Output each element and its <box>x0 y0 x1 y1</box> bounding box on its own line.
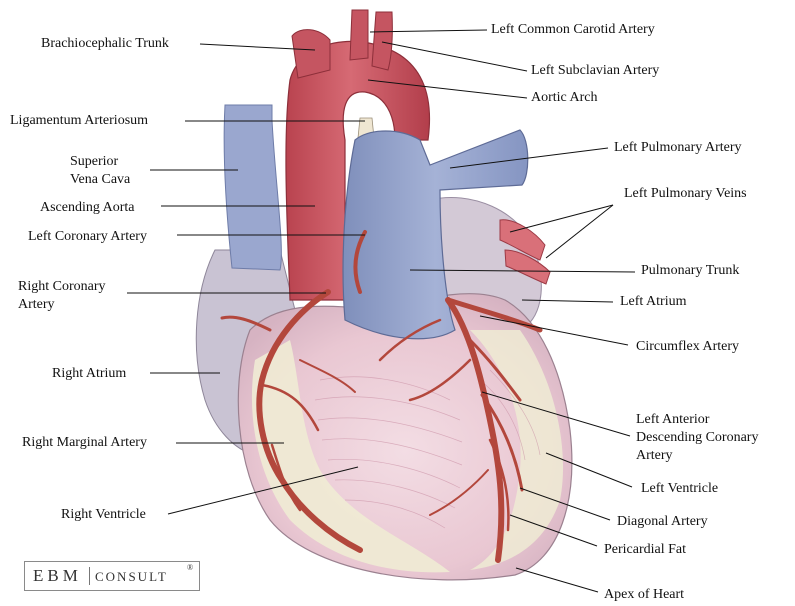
leader-diagonal <box>519 487 611 521</box>
label-svc-line1: Superior <box>70 154 119 169</box>
leader-lad <box>481 391 631 437</box>
label-lad-line1: Left Anterior <box>636 412 710 427</box>
label-lad-line3: Artery <box>636 448 673 463</box>
leader-aortic-arch <box>367 79 528 99</box>
logo-registered-mark: ® <box>187 563 194 572</box>
label-diagonal: Diagonal Artery <box>617 514 708 529</box>
label-ascending-aorta: Ascending Aorta <box>40 200 135 215</box>
leader-right-ventricle <box>167 466 359 515</box>
label-left-atrium: Left Atrium <box>620 294 687 309</box>
leader-pericardial-fat <box>509 514 598 547</box>
label-right-coronary-line2: Artery <box>18 297 55 312</box>
label-circumflex: Circumflex Artery <box>636 339 740 354</box>
label-left-coronary: Left Coronary Artery <box>28 229 147 244</box>
logo-divider <box>89 567 90 585</box>
leader-lpv-b <box>545 204 614 259</box>
label-left-pulmonary-veins: Left Pulmonary Veins <box>624 186 747 201</box>
label-right-atrium: Right Atrium <box>52 366 127 381</box>
label-aortic-arch: Aortic Arch <box>531 90 598 105</box>
leader-brachiocephalic <box>199 43 316 51</box>
label-apex: Apex of Heart <box>604 587 685 602</box>
leader-circumflex <box>479 315 629 346</box>
left-common-carotid-shape <box>349 9 369 61</box>
label-right-marginal: Right Marginal Artery <box>22 435 147 450</box>
leader-left-ventricle <box>545 452 633 488</box>
label-brachiocephalic: Brachiocephalic Trunk <box>41 36 169 51</box>
logo-consult: CONSULT <box>95 569 168 584</box>
superior-vena-cava-shape <box>223 104 282 271</box>
logo-ebm: EBM <box>33 566 82 585</box>
label-lad-line2: Descending Coronary <box>636 430 759 445</box>
label-pericardial-fat: Pericardial Fat <box>604 542 687 557</box>
left-subclavian-shape <box>371 11 393 71</box>
label-left-common-carotid: Left Common Carotid Artery <box>491 22 655 37</box>
leader-lpv-a <box>509 204 614 233</box>
brachiocephalic-shape <box>291 29 331 79</box>
pulmonary-trunk-shape <box>342 129 529 340</box>
label-right-ventricle: Right Ventricle <box>61 507 146 522</box>
label-pulmonary-trunk: Pulmonary Trunk <box>641 263 740 278</box>
label-left-ventricle: Left Ventricle <box>641 481 719 496</box>
pericardial-fat-shape <box>251 340 450 573</box>
leader-pulmonary-trunk <box>409 269 636 273</box>
leader-left-common-carotid <box>369 29 488 33</box>
label-right-coronary-line1: Right Coronary <box>18 279 106 294</box>
left-pulmonary-veins-shape <box>499 219 546 261</box>
leader-left-subclavian <box>381 41 528 72</box>
label-left-subclavian: Left Subclavian Artery <box>531 63 660 78</box>
ebm-consult-logo: EBM CONSULT ® <box>24 561 200 591</box>
label-ligamentum: Ligamentum Arteriosum <box>10 113 149 128</box>
leader-left-atrium <box>521 299 614 303</box>
leader-left-pulmonary-artery <box>449 147 609 169</box>
leader-apex <box>515 567 599 593</box>
label-svc-line2: Vena Cava <box>70 172 131 187</box>
label-left-pulmonary-artery: Left Pulmonary Artery <box>614 140 742 155</box>
